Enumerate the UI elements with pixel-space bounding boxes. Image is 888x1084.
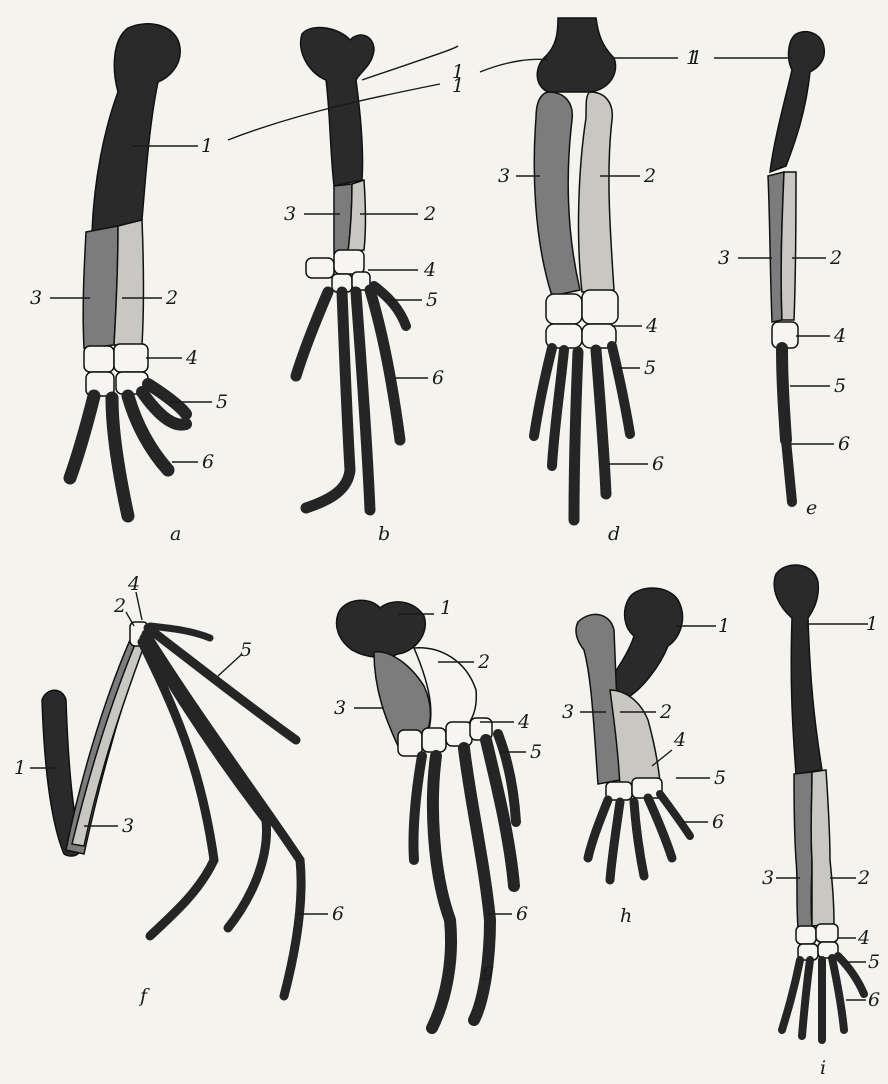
panel-a-radius xyxy=(114,220,144,345)
panel-a-label-2: 2 xyxy=(165,287,178,309)
panel-g-label-3: 3 xyxy=(334,697,346,719)
panel-e-phalanges xyxy=(782,348,792,502)
panel-e-humerus xyxy=(770,32,824,172)
panel-d-label-6: 6 xyxy=(652,453,664,475)
panel-h-label-5: 5 xyxy=(714,767,726,789)
panel-i-label-3: 3 xyxy=(762,867,774,889)
panel-f-phalanges xyxy=(142,626,301,996)
panel-b-label-2: 2 xyxy=(423,203,436,225)
panel-f-label-1: 1 xyxy=(14,757,26,779)
panel-h-label-1: 1 xyxy=(718,615,730,637)
panel-a-label-5: 5 xyxy=(216,391,228,413)
panel-g-letter: g xyxy=(482,959,494,981)
panel-b-carpals xyxy=(306,250,370,292)
panel-i: 1 2 3 4 5 6 i xyxy=(762,565,880,1079)
panel-g-humerus xyxy=(337,600,426,657)
panel-i-radius xyxy=(811,770,834,926)
panel-f-label-2: 2 xyxy=(113,595,126,617)
panel-e-label-6: 6 xyxy=(838,433,850,455)
panel-e-label-1: 1 xyxy=(690,47,702,69)
panel-i-label-4: 4 xyxy=(857,927,870,949)
panel-g-label-1: 1 xyxy=(440,597,452,619)
panel-f-label-5: 5 xyxy=(240,639,252,661)
panel-h-humerus xyxy=(606,588,683,700)
panel-d-label-2: 2 xyxy=(643,165,656,187)
panel-a-phalanges xyxy=(70,384,186,516)
panel-d-carpals xyxy=(546,290,618,348)
panel-d-humerus xyxy=(537,18,615,92)
panel-i-label-1: 1 xyxy=(866,613,878,635)
panel-h-label-4: 4 xyxy=(673,729,686,751)
panel-b-letter: b xyxy=(378,523,390,545)
panel-i-humerus xyxy=(774,565,822,774)
panel-d-label-5: 5 xyxy=(644,357,656,379)
panel-g-label-5: 5 xyxy=(530,741,542,763)
panel-i-letter: i xyxy=(820,1057,826,1079)
panel-g-phalanges xyxy=(413,734,516,1028)
panel-i-label-2: 2 xyxy=(857,867,870,889)
panel-f-label-3: 3 xyxy=(122,815,134,837)
panel-e-label-2: 2 xyxy=(829,247,842,269)
panel-a-label-3: 3 xyxy=(30,287,42,309)
panel-h-phalanges xyxy=(588,794,690,880)
panel-i-ulna xyxy=(794,772,812,928)
panel-a-label-6: 6 xyxy=(202,451,214,473)
panel-d-phalanges xyxy=(534,346,630,520)
panel-e-letter: e xyxy=(806,497,817,519)
panel-a-humerus xyxy=(92,24,180,232)
panel-b-label-3: 3 xyxy=(284,203,296,225)
panel-b-phalanges xyxy=(296,286,406,510)
panel-h-label-3: 3 xyxy=(562,701,574,723)
panel-f-letter: f xyxy=(138,985,150,1007)
panel-b-label-4: 4 xyxy=(423,259,436,281)
panel-h: 1 2 3 4 5 6 h xyxy=(562,588,730,927)
panel-e-label-4: 4 xyxy=(833,325,846,347)
panel-h-carpals xyxy=(606,778,662,800)
panel-a-letter: a xyxy=(170,523,181,545)
panel-d-ulna xyxy=(534,92,580,296)
panel-i-phalanges xyxy=(782,956,864,1040)
panel-h-label-2: 2 xyxy=(659,701,672,723)
panel-d-label-1-secondary: 1 xyxy=(452,61,464,83)
panel-a: 1 2 3 4 5 6 a xyxy=(30,24,228,545)
panel-e-radius xyxy=(781,172,796,320)
panel-d-letter: d xyxy=(608,523,620,545)
panel-g-label-2: 2 xyxy=(477,651,490,673)
panel-b-label-5: 5 xyxy=(426,289,438,311)
panel-f-label-4: 4 xyxy=(127,573,140,595)
panel-h-label-6: 6 xyxy=(712,811,724,833)
panel-f: 1 2 3 4 5 6 f xyxy=(14,573,344,1007)
panel-i-label-5: 5 xyxy=(868,951,880,973)
panel-g-label-4: 4 xyxy=(517,711,530,733)
panel-d-radius xyxy=(579,92,614,292)
panel-e-label-3: 3 xyxy=(718,247,730,269)
panel-e-label-5: 5 xyxy=(834,375,846,397)
panel-a-label-4: 4 xyxy=(185,347,198,369)
panel-d-label-3: 3 xyxy=(498,165,510,187)
panel-i-label-6: 6 xyxy=(868,989,880,1011)
panel-a-ulna xyxy=(83,226,118,348)
panel-b: 1 2 3 4 5 6 b xyxy=(284,27,464,545)
panel-g-label-6: 6 xyxy=(516,903,528,925)
panel-a-label-1: 1 xyxy=(201,135,213,157)
panel-h-letter: h xyxy=(620,905,632,927)
panel-d-label-4: 4 xyxy=(645,315,658,337)
panel-f-label-6: 6 xyxy=(332,903,344,925)
panel-g: 1 2 3 4 5 6 g xyxy=(334,597,542,1028)
panel-b-label-6: 6 xyxy=(432,367,444,389)
panel-e: 1 2 3 4 5 6 e xyxy=(690,32,850,519)
panel-d: 1 2 3 4 5 6 d xyxy=(498,18,698,545)
